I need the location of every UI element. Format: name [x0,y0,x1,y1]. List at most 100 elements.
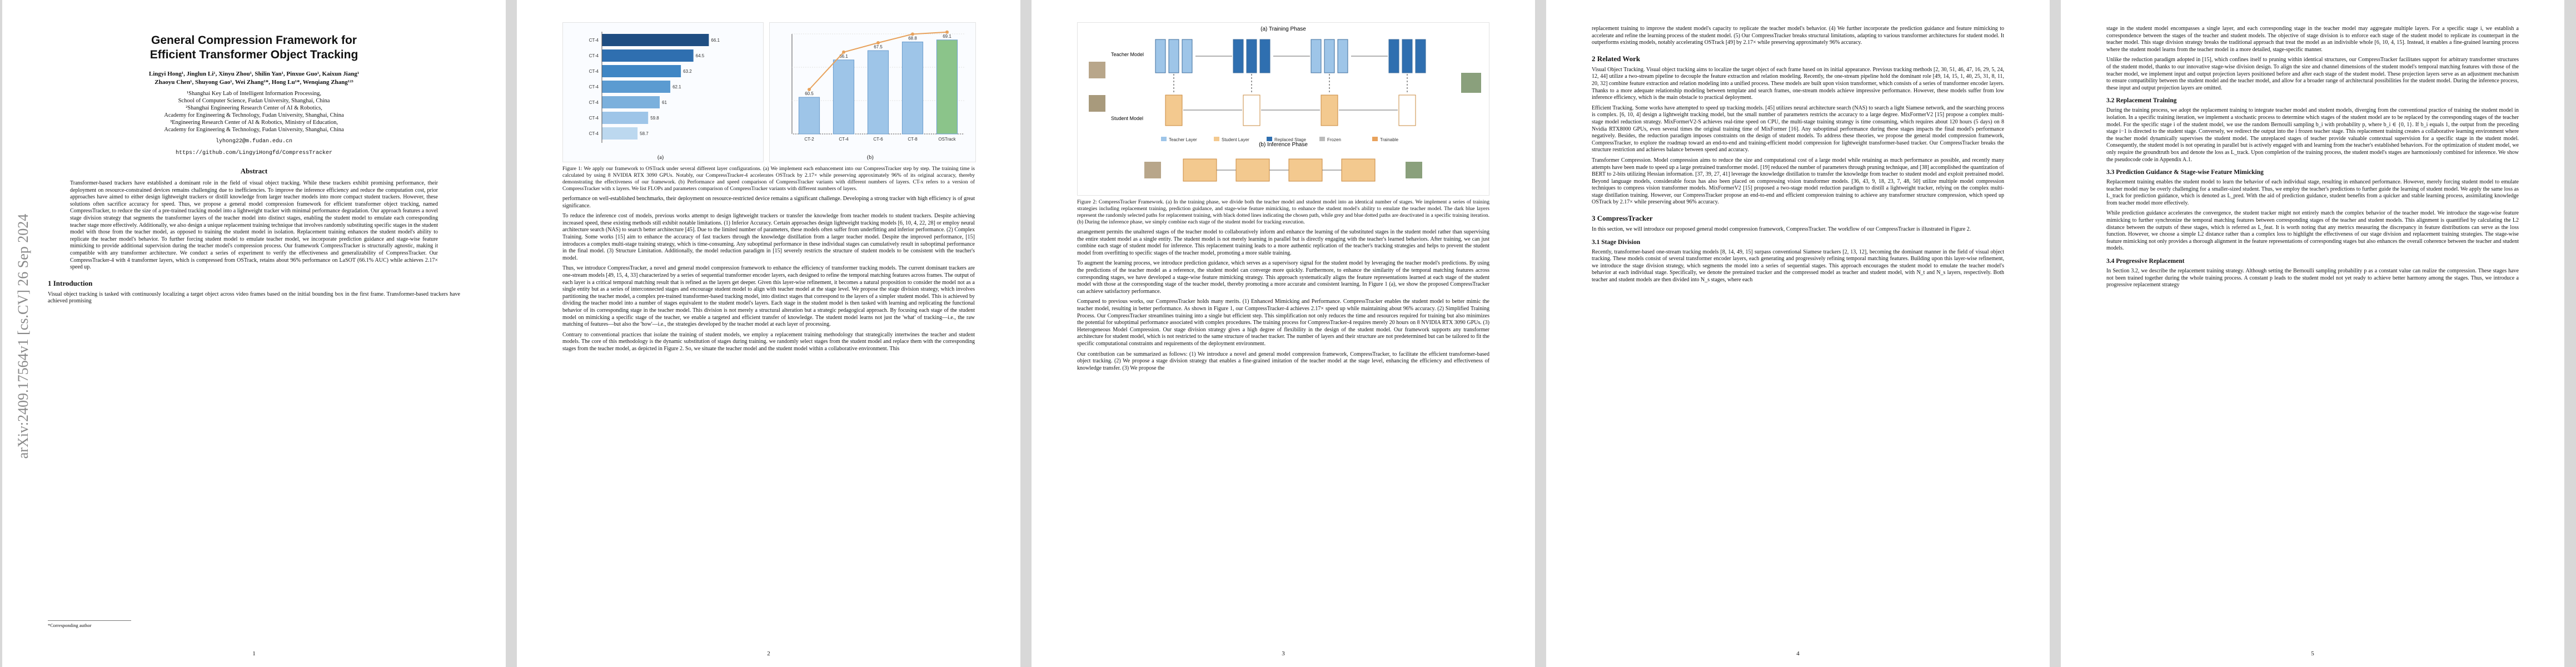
prediction-guidance-heading: 3.3 Prediction Guidance & Stage-wise Fea… [2106,169,2264,176]
bar-b-label-1: CT-4 [839,137,849,142]
page5-text-4: Replacement training enables the student… [2106,179,2519,206]
bar-b-value-0: 60.5 [805,91,814,96]
page5-text-6: In Section 3.2, we describe the replacem… [2106,268,2519,288]
teacher-layer-0-2 [1182,39,1193,73]
abstract-heading: Abstract [240,167,268,175]
page5-text-5: While prediction guidance accelerates th… [2106,210,2519,252]
page2-text-1: performance on well-established benchmar… [562,196,975,209]
bar-b-0 [798,97,820,135]
page-number: 1 [252,650,256,657]
output-image [1461,73,1481,93]
progressive-replacement-heading: 3.4 Progressive Replacement [2106,258,2185,265]
line-b-point-2 [876,41,880,44]
teacher-layer-0-1 [1168,39,1179,73]
bar-a-2 [602,65,681,77]
page4-text-6: Recently, transformer-based one-stream t… [1592,248,2004,283]
bar-a-label-5: CT-4 [589,116,599,121]
bar-b-value-2: 67.5 [874,44,883,49]
figure-1a-tag: (a) [657,155,664,161]
student-model-label: Student Model [1111,116,1143,121]
legend-label-4: Trainable [1380,137,1399,142]
page-number: 4 [1796,650,1800,657]
search-image [1089,95,1105,112]
footnote: *Corresponding author [48,620,131,628]
stage-division-heading: 3.1 Stage Division [1592,238,1641,246]
legend-swatch-1 [1214,137,1219,141]
bar-b-1 [833,59,855,135]
page4-text-5: In this section, we will introduce our p… [1592,226,1971,233]
teacher-layer-3-0 [1388,39,1399,73]
bar-a-value-0: 66.1 [711,38,720,43]
teacher-layer-2-1 [1324,39,1335,73]
github-link[interactable]: https://github.com/LingyiHongfd/Compress… [175,150,333,156]
paper-page-4: replacement training to improve the stud… [1546,0,2050,667]
bar-a-label-4: CT-4 [589,100,599,105]
inference-phase-label: (b) Inference Phase [1259,142,1308,148]
bar-b-value-1: 66.1 [839,54,848,59]
legend-label-0: Teacher Layer [1169,137,1197,142]
teacher-layer-2-2 [1337,39,1348,73]
bar-b-value-4: 69.1 [943,34,951,39]
teacher-layer-1-2 [1259,39,1270,73]
related-work-heading: 2 Related Work [1592,54,1641,63]
affiliations: ¹Shanghai Key Lab of Intelligent Informa… [164,91,344,133]
bar-a-value-2: 63.2 [683,69,692,74]
bar-a-4 [602,96,660,108]
legend-swatch-4 [1372,137,1378,141]
teacher-layer-1-1 [1246,39,1257,73]
bar-b-4 [936,39,958,135]
bar-a-value-4: 61 [662,100,667,105]
bar-a-5 [602,112,649,124]
inference-output-image [1406,162,1422,178]
page2-text-4: Contrary to conventional practices that … [562,331,975,352]
bar-a-value-6: 58.7 [640,131,649,136]
bar-a-label-0: CT-4 [589,38,599,43]
teacher-model-label: Teacher Model [1111,52,1144,57]
line-b-point-1 [842,50,845,54]
training-phase-label: (a) Training Phase [1260,26,1306,32]
figure-1b-chart: CT-260.5CT-466.1CT-667.5CT-868.8OSTrack6… [791,30,964,142]
bar-a-label-2: CT-4 [589,69,599,74]
student-layer-3 [1398,94,1416,126]
page4-text-2: Visual Object Tracking. Visual object tr… [1592,66,2004,101]
page-number: 3 [1282,650,1285,657]
line-b-point-4 [945,30,949,34]
inference-stage-1 [1235,158,1270,182]
inference-stage-3 [1341,158,1376,182]
replacement-training-heading: 3.2 Replacement Training [2106,97,2177,104]
student-layer-2 [1321,94,1338,126]
compresstracker-heading: 3 CompressTracker [1592,214,1653,223]
page4-text-1: replacement training to improve the stud… [1592,26,2004,46]
bar-b-label-0: CT-2 [804,137,814,142]
inference-input-image [1144,162,1161,178]
bar-b-label-2: CT-6 [873,137,883,142]
page-number: 5 [2311,650,2314,657]
paper-page-3: (a) Training Phase Teacher Model Student… [1032,0,1535,667]
paper-page-5: stage in the student model encompasses a… [2061,0,2564,667]
bar-a-value-1: 64.5 [696,53,705,58]
line-b-point-0 [808,88,811,91]
abstract-text: Transformer-based trackers have establis… [70,180,438,271]
page3-text-4: Our contribution can be summarized as fo… [1077,351,1489,371]
page2-text-3: Thus, we introduce CompressTracker, a no… [562,265,975,328]
inference-stage-0 [1183,158,1217,182]
figure-1-caption: Figure 1: We apply our framework to OSTr… [562,166,975,192]
bar-b-label-4: OSTrack [938,137,956,142]
legend-swatch-2 [1267,137,1272,141]
legend-label-3: Frozen [1327,137,1341,142]
student-layer-1 [1243,94,1260,126]
page3-text-1: arrangement permits the unaltered stages… [1077,229,1489,256]
bar-a-3 [602,81,671,93]
page2-text-2: To reduce the inference cost of models, … [562,213,975,261]
student-layer-0 [1165,94,1183,126]
page-number: 2 [767,650,770,657]
page4-text-4: Transformer Compression. Model compressi… [1592,157,2004,206]
page3-text-2: To augment the learning process, we intr… [1077,260,1489,295]
page5-text-3: During the training process, we adopt th… [2106,107,2519,163]
legend-label-1: Student Layer [1222,137,1249,142]
author-list: Lingyi Hong¹, Jinglun Li¹, Xinyu Zhou¹, … [148,71,360,86]
bar-a-label-1: CT-4 [589,53,599,58]
legend-swatch-3 [1319,137,1325,141]
